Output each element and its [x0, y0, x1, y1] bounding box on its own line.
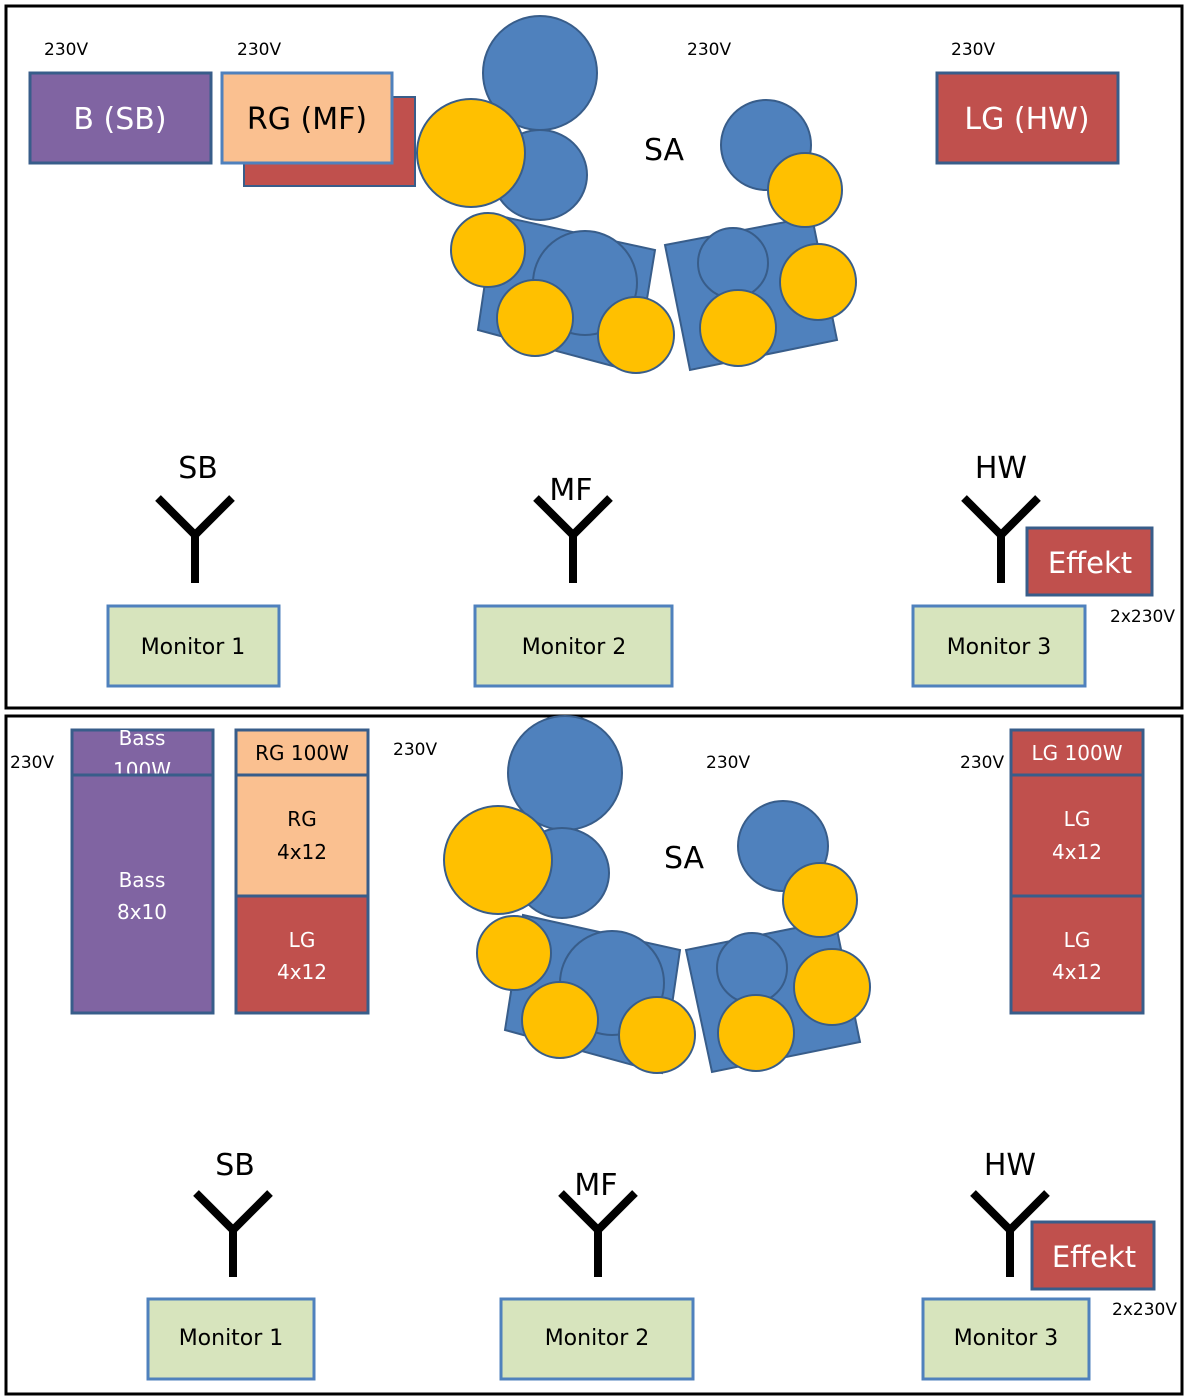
mic-label: MF [574, 1168, 617, 1203]
mic-stand-icon [155, 495, 235, 583]
bottom-stage-panel: 230V 230V 230V 230V Bass 100W Bass 8x10 … [4, 714, 1184, 1396]
power-label: 230V [44, 40, 88, 60]
rg-head-box [234, 728, 370, 777]
lg-head-label: LG 100W [1032, 741, 1123, 765]
mic-stand-icon [558, 1190, 638, 1277]
monitor-1-label: Monitor 1 [141, 635, 246, 660]
drum-kit [416, 15, 857, 374]
monitor-3-label: Monitor 3 [947, 635, 1052, 660]
mic-stand-icon [193, 1190, 273, 1277]
lg-cab-left-label: 4x12 [277, 960, 327, 984]
bass-cab-box [70, 773, 215, 1015]
amp-lg-label: LG (HW) [964, 102, 1089, 137]
monitor-1-box [106, 604, 281, 688]
amp-b-label: B (SB) [73, 102, 166, 137]
mic-label: HW [984, 1148, 1036, 1183]
lg-cab-right-bottom-label: 4x12 [1052, 960, 1102, 984]
power-label: 2x230V [1110, 607, 1175, 627]
mic-label: MF [549, 473, 592, 508]
mic-label: SB [178, 451, 218, 486]
lg-cab-right-top-label: 4x12 [1052, 840, 1102, 864]
monitor-3-box [911, 604, 1087, 688]
mic-stand-icon [533, 495, 613, 583]
rg-head-label: RG 100W [255, 741, 349, 765]
monitor-3-box [921, 1297, 1091, 1381]
lg-cab-left-label: LG [289, 928, 316, 952]
effekt-box [1030, 1220, 1156, 1291]
amp-rg-label: RG (MF) [247, 102, 367, 137]
lg-cab-right-bottom-box [1009, 894, 1145, 1015]
amp-lg-box [935, 71, 1120, 165]
lg-cab-right-bottom-label: LG [1064, 928, 1091, 952]
power-label: 2x230V [1112, 1300, 1177, 1320]
rg-cab-label: 4x12 [277, 840, 327, 864]
bass-cab-label: Bass [119, 868, 166, 892]
mic-label: HW [975, 451, 1027, 486]
power-label: 230V [951, 40, 995, 60]
monitor-2-box [473, 604, 674, 688]
rg-cab-label: RG [287, 807, 316, 831]
amp-rg-box [220, 71, 394, 165]
effekt-label: Effekt [1048, 546, 1132, 580]
mic-stand-icon [970, 1190, 1050, 1277]
power-label: 230V [237, 40, 281, 60]
monitor-3-label: Monitor 3 [954, 1326, 1059, 1351]
amp-b-box [28, 71, 213, 165]
lg-cab-right-top-box [1009, 773, 1145, 898]
power-label: 230V [960, 753, 1004, 773]
bass-head-label: Bass [119, 726, 166, 750]
lg-cab-left-box [234, 894, 370, 1015]
power-label: 230V [10, 753, 54, 773]
power-label: 230V [687, 40, 731, 60]
lg-cab-right-top-label: LG [1064, 807, 1091, 831]
drum-label: SA [644, 133, 685, 168]
rg-cab-box [234, 773, 370, 898]
mic-stand-icon [961, 495, 1041, 583]
power-label: 230V [706, 753, 750, 773]
effekt-box [1025, 526, 1154, 597]
power-label: 230V [393, 740, 437, 760]
monitor-2-label: Monitor 2 [522, 635, 627, 660]
monitor-1-label: Monitor 1 [179, 1326, 284, 1351]
mic-label: SB [215, 1148, 255, 1183]
bass-cab-label: 8x10 [117, 900, 167, 924]
effekt-label: Effekt [1052, 1240, 1136, 1274]
monitor-2-label: Monitor 2 [545, 1326, 650, 1351]
drum-kit [443, 715, 871, 1075]
monitor-1-box [146, 1297, 316, 1381]
monitor-2-box [499, 1297, 695, 1381]
top-stage-panel: 230V 230V 230V 230V B (SB) RG (MF) LG (H… [4, 4, 1184, 710]
drum-label: SA [664, 841, 705, 876]
